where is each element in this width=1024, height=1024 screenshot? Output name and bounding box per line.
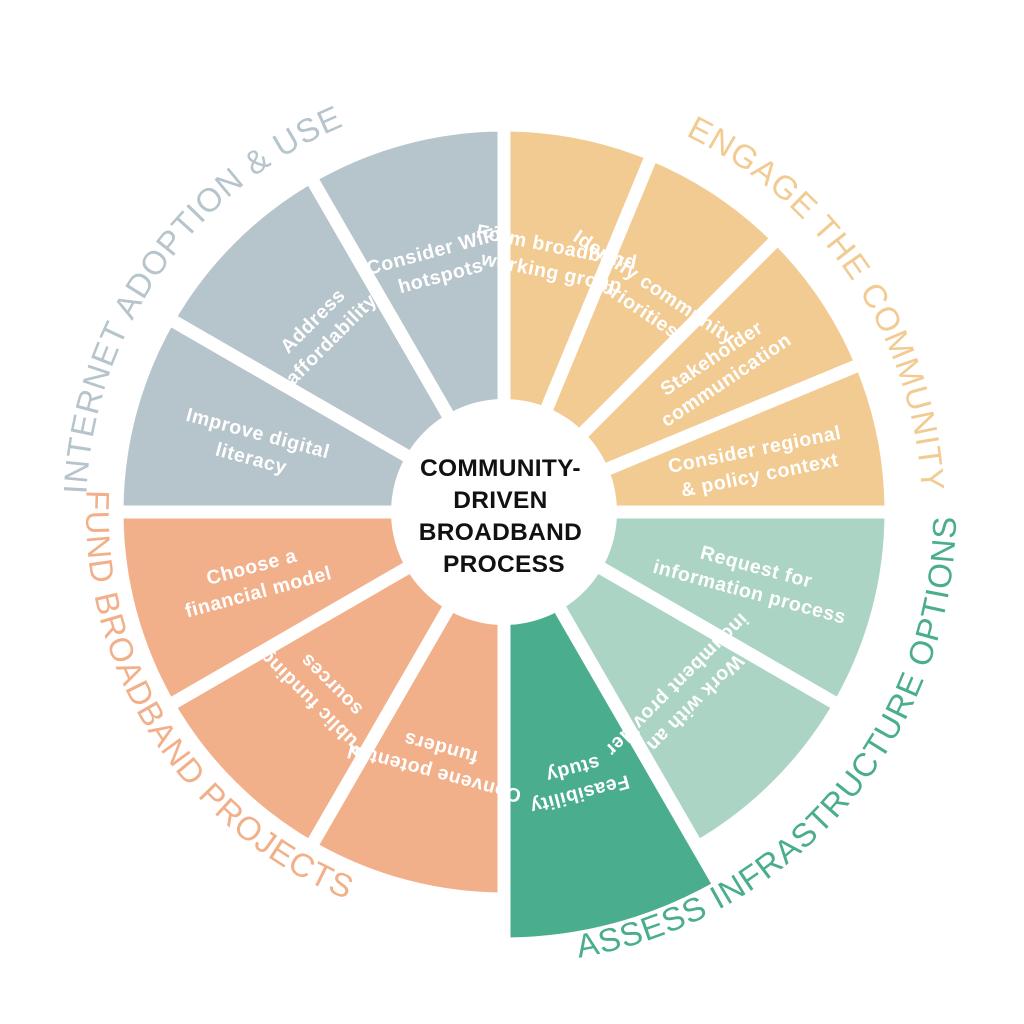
- center-title-line: DRIVEN: [453, 487, 547, 514]
- segments-layer: [110, 118, 898, 951]
- center-hub: [391, 399, 617, 625]
- center-title-line: COMMUNITY-: [420, 455, 581, 482]
- center-title-line: PROCESS: [443, 551, 565, 578]
- center-title-line: BROADBAND: [419, 519, 582, 546]
- center-title: COMMUNITY- DRIVEN BROADBAND PROCESS: [419, 455, 589, 578]
